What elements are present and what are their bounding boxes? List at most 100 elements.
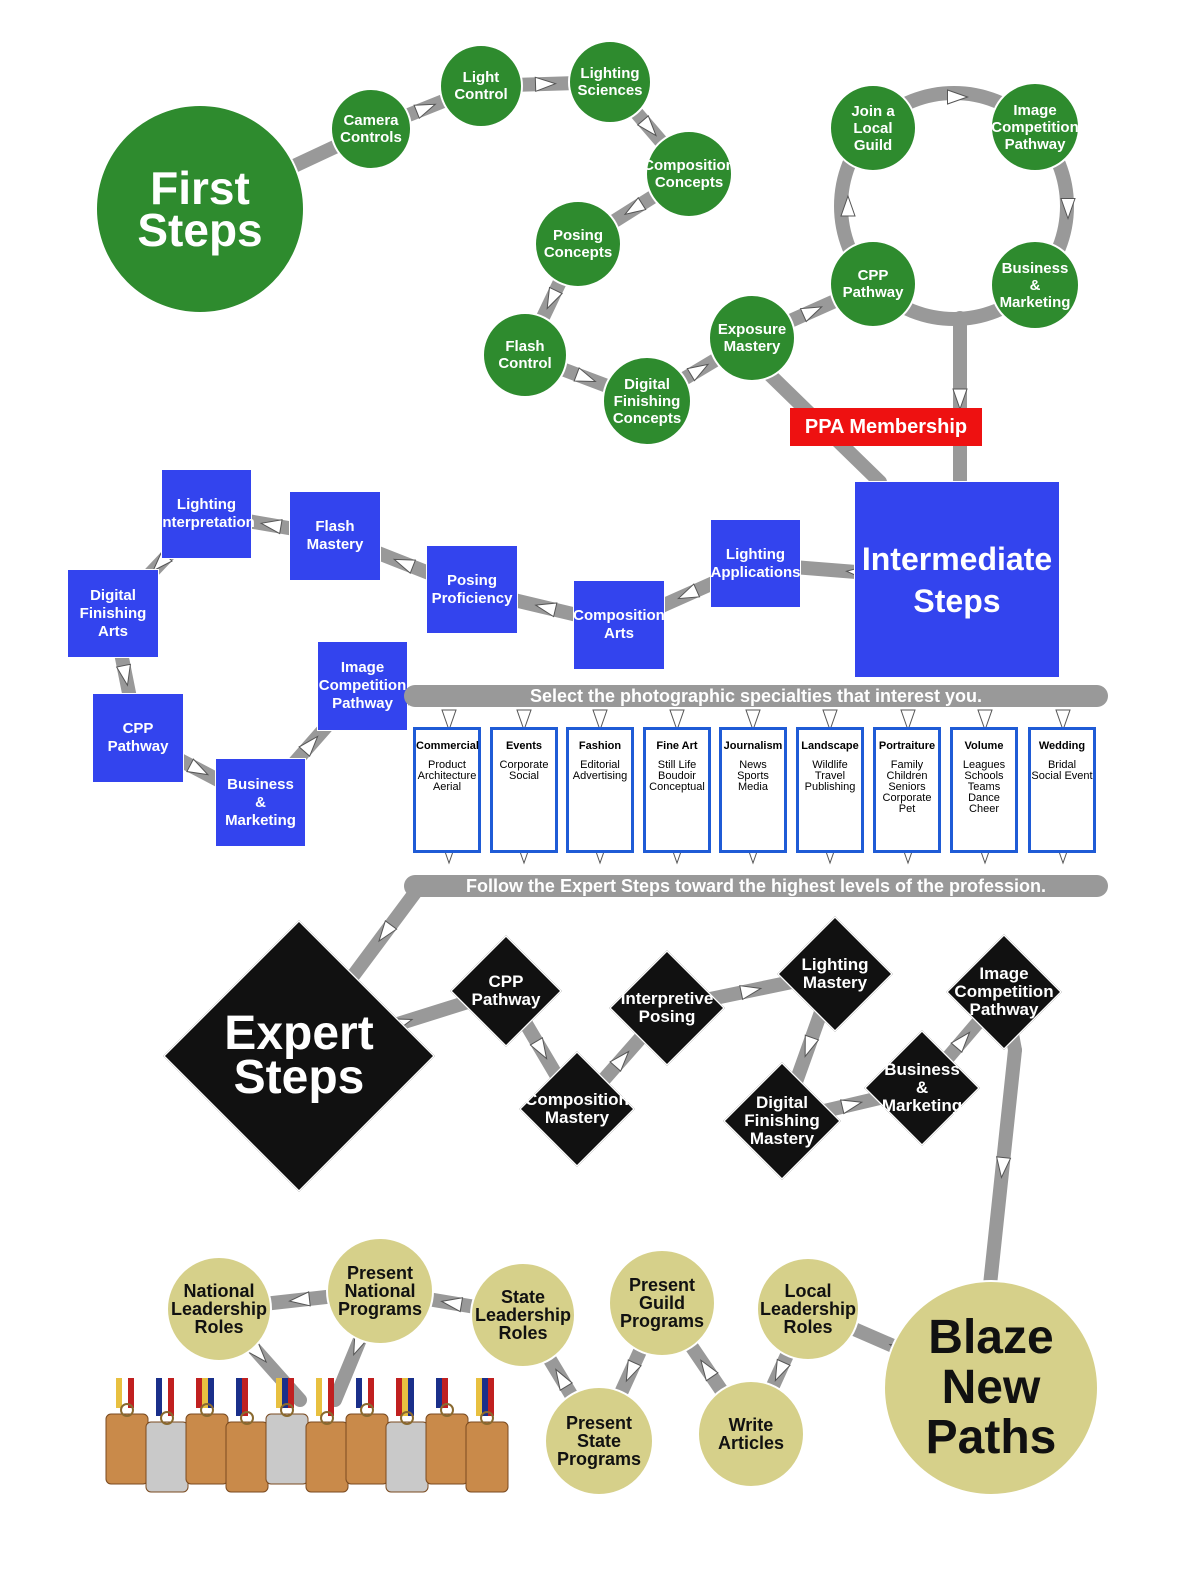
medal-ribbon — [282, 1378, 288, 1408]
medal-ring — [360, 1403, 374, 1417]
medal-ring — [160, 1411, 174, 1425]
medal-ribbon — [482, 1378, 488, 1416]
medal-ring — [400, 1411, 414, 1425]
direction-arrow — [822, 709, 838, 732]
medal-ribbon — [208, 1378, 214, 1408]
medal — [305, 1421, 349, 1493]
business-marketing-intermediate-node: Business&Marketing — [215, 758, 306, 847]
medal — [185, 1413, 229, 1485]
medal-ribbon — [156, 1378, 162, 1416]
specialties-banner: Select the photographic specialties that… — [404, 685, 1108, 707]
medals-illustration — [105, 1378, 509, 1493]
direction-arrow — [555, 1368, 574, 1391]
medal — [345, 1413, 389, 1485]
direction-arrow — [186, 758, 210, 776]
medal-ribbon — [402, 1378, 408, 1416]
direction-arrow — [774, 1358, 791, 1382]
direction-arrow — [441, 709, 457, 732]
medal-ribbon — [322, 1378, 328, 1416]
direction-arrow — [1055, 709, 1071, 732]
medal — [425, 1413, 469, 1485]
medal-ribbon — [362, 1378, 368, 1408]
medal-ribbon — [488, 1378, 494, 1416]
direction-arrow — [804, 1034, 820, 1058]
business-marketing-expert-node: Business&Marketing — [864, 1030, 980, 1146]
direction-arrow — [977, 709, 993, 732]
medal-ribbon — [442, 1378, 448, 1408]
medal-ribbon — [116, 1378, 122, 1408]
medal-ribbon — [242, 1378, 248, 1416]
direction-arrow — [259, 519, 283, 535]
direction-arrow — [669, 709, 685, 732]
direction-arrow — [573, 367, 597, 383]
direction-arrow — [995, 1156, 1012, 1179]
medal-ribbon — [288, 1378, 294, 1408]
medal-ribbon — [408, 1378, 414, 1416]
medal — [225, 1421, 269, 1493]
direction-arrow — [115, 663, 131, 687]
medal-ribbon — [328, 1378, 334, 1416]
medal-ribbon — [276, 1378, 282, 1408]
medal-ribbon — [236, 1378, 242, 1416]
medal-ribbon — [396, 1378, 402, 1416]
direction-arrow — [636, 115, 658, 137]
direction-arrow — [700, 1358, 719, 1382]
direction-arrow — [392, 558, 417, 575]
direction-arrow — [840, 194, 856, 217]
medal-ring — [120, 1403, 134, 1417]
medal-ribbon — [356, 1378, 362, 1408]
medal-ring — [240, 1411, 254, 1425]
medal-ribbon — [162, 1378, 168, 1416]
direction-arrow — [686, 363, 710, 382]
expert-banner: Follow the Expert Steps toward the highe… — [404, 875, 1108, 897]
medal-ribbon — [128, 1378, 134, 1408]
medal-ribbon — [316, 1378, 322, 1416]
business-marketing-node: Business&Marketing — [990, 240, 1080, 330]
direction-arrow — [623, 196, 647, 216]
direction-arrow — [534, 602, 558, 618]
medal-ribbon — [368, 1378, 374, 1408]
medal-ribbon — [202, 1378, 208, 1408]
medal-ring — [200, 1403, 214, 1417]
medal — [385, 1421, 429, 1493]
direction-arrow — [413, 103, 437, 120]
medal-ring — [480, 1411, 494, 1425]
direction-arrow — [676, 583, 701, 600]
medal — [465, 1421, 509, 1493]
direction-arrow — [534, 76, 558, 93]
direction-arrow — [625, 1359, 642, 1383]
direction-arrow — [745, 709, 761, 732]
